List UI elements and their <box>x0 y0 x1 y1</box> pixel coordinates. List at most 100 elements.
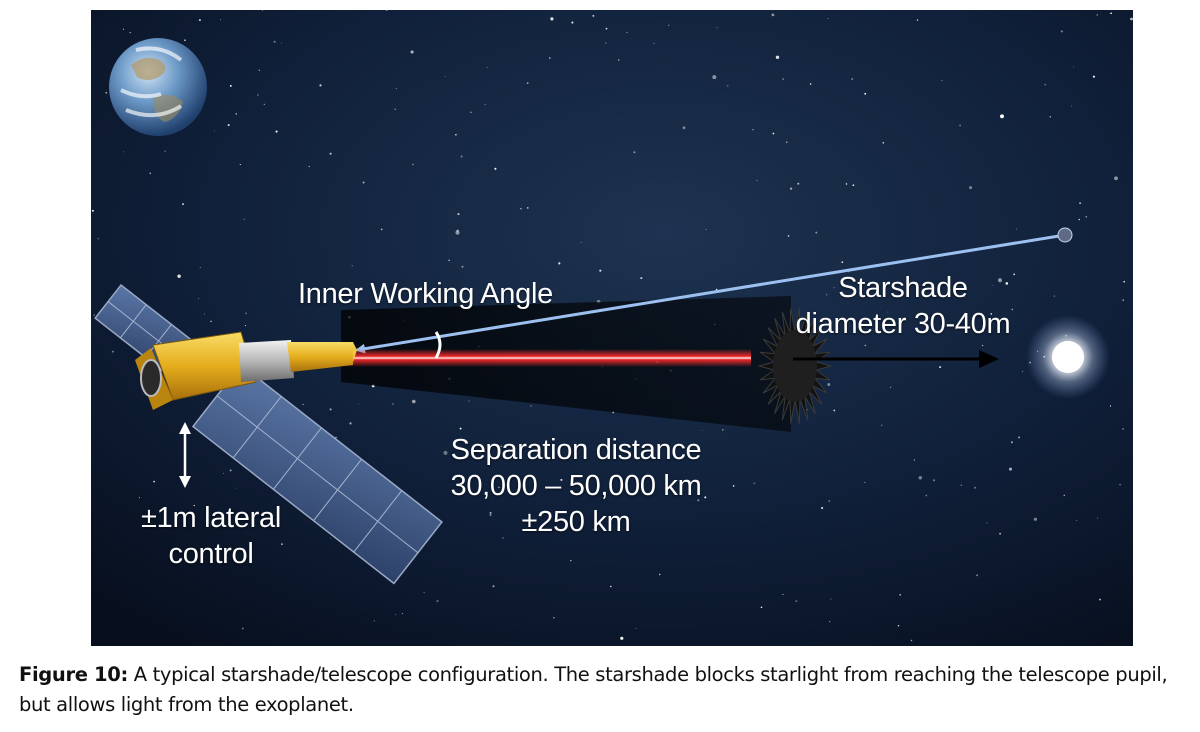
background-star <box>1114 176 1118 181</box>
background-star <box>827 383 831 386</box>
background-star <box>123 151 125 153</box>
background-star <box>580 241 582 243</box>
background-star <box>620 636 624 640</box>
background-star <box>712 75 717 80</box>
background-star <box>93 314 95 316</box>
background-star <box>626 31 628 33</box>
background-star <box>395 88 397 90</box>
background-star <box>220 19 222 21</box>
laser-beam <box>341 349 751 367</box>
background-star <box>1063 494 1066 497</box>
background-star <box>752 129 754 131</box>
background-star <box>833 409 836 412</box>
background-star <box>925 494 928 497</box>
background-star <box>243 218 245 220</box>
background-star <box>1049 115 1052 118</box>
background-star <box>782 78 785 81</box>
background-star <box>502 537 504 539</box>
starshade-diameter: diameter 30-40m <box>795 308 1011 340</box>
starshade-diameter-label: Starshade diameter 30-40m <box>783 270 1023 342</box>
background-star <box>1130 17 1133 21</box>
background-star <box>273 40 276 43</box>
background-star <box>756 179 758 181</box>
background-star <box>1011 308 1014 311</box>
background-star <box>97 238 100 240</box>
background-star <box>527 207 529 209</box>
background-star <box>658 573 661 576</box>
background-star <box>244 324 246 327</box>
background-star <box>358 403 359 405</box>
background-star <box>241 627 244 630</box>
background-star <box>335 436 337 439</box>
background-star <box>235 113 237 115</box>
background-star <box>198 297 200 299</box>
background-star <box>1079 202 1081 204</box>
background-star <box>461 265 464 268</box>
background-star <box>833 287 835 289</box>
background-star <box>986 522 988 524</box>
background-star <box>444 76 446 78</box>
background-star <box>716 27 718 29</box>
background-star <box>999 532 1002 535</box>
background-star <box>560 478 563 481</box>
background-star <box>982 330 985 332</box>
background-star <box>258 69 260 71</box>
background-star <box>262 10 263 12</box>
background-star <box>992 284 994 286</box>
background-star <box>455 230 460 235</box>
earth-icon <box>109 38 207 136</box>
background-star <box>851 78 854 80</box>
background-star <box>530 405 532 407</box>
background-star <box>229 469 232 472</box>
background-star <box>897 624 900 627</box>
background-star <box>890 386 892 388</box>
background-star <box>960 484 963 487</box>
exoplanet-icon <box>1057 227 1073 243</box>
background-star <box>827 18 829 19</box>
background-star <box>973 486 977 489</box>
background-star <box>605 27 608 30</box>
background-star <box>149 172 151 175</box>
background-star <box>199 266 201 269</box>
background-star <box>553 617 555 619</box>
separation-tolerance: ±250 km <box>521 506 631 538</box>
background-star <box>223 472 225 474</box>
background-star <box>263 103 265 105</box>
background-star <box>494 167 497 170</box>
lateral-control-word: control <box>168 538 254 570</box>
background-star <box>489 513 492 517</box>
background-star <box>826 294 828 296</box>
separation-title: Separation distance <box>450 434 702 466</box>
background-star <box>998 278 1002 283</box>
background-star <box>722 429 724 431</box>
background-star <box>1122 299 1125 302</box>
background-star <box>443 450 448 455</box>
background-star <box>864 344 867 347</box>
background-star <box>605 42 607 44</box>
background-star <box>459 427 462 430</box>
background-star <box>410 50 414 54</box>
telescope-icon <box>94 283 443 585</box>
background-star <box>412 163 414 166</box>
background-star <box>1013 273 1016 276</box>
background-star <box>275 130 278 133</box>
background-star <box>373 620 375 622</box>
background-star <box>457 213 460 216</box>
background-star <box>592 528 594 530</box>
star-icon <box>1026 315 1110 399</box>
background-star <box>385 10 388 11</box>
background-star <box>787 235 790 237</box>
background-star <box>864 92 867 95</box>
background-star <box>329 408 332 411</box>
background-star <box>484 104 486 106</box>
background-star <box>550 17 554 21</box>
background-star <box>122 28 125 30</box>
background-star <box>460 155 463 158</box>
background-star <box>456 229 459 232</box>
background-star <box>479 452 481 454</box>
background-star <box>1099 598 1101 601</box>
angle-arc <box>434 331 442 359</box>
background-star <box>1085 215 1088 218</box>
background-star <box>436 600 439 603</box>
background-star <box>899 593 902 596</box>
